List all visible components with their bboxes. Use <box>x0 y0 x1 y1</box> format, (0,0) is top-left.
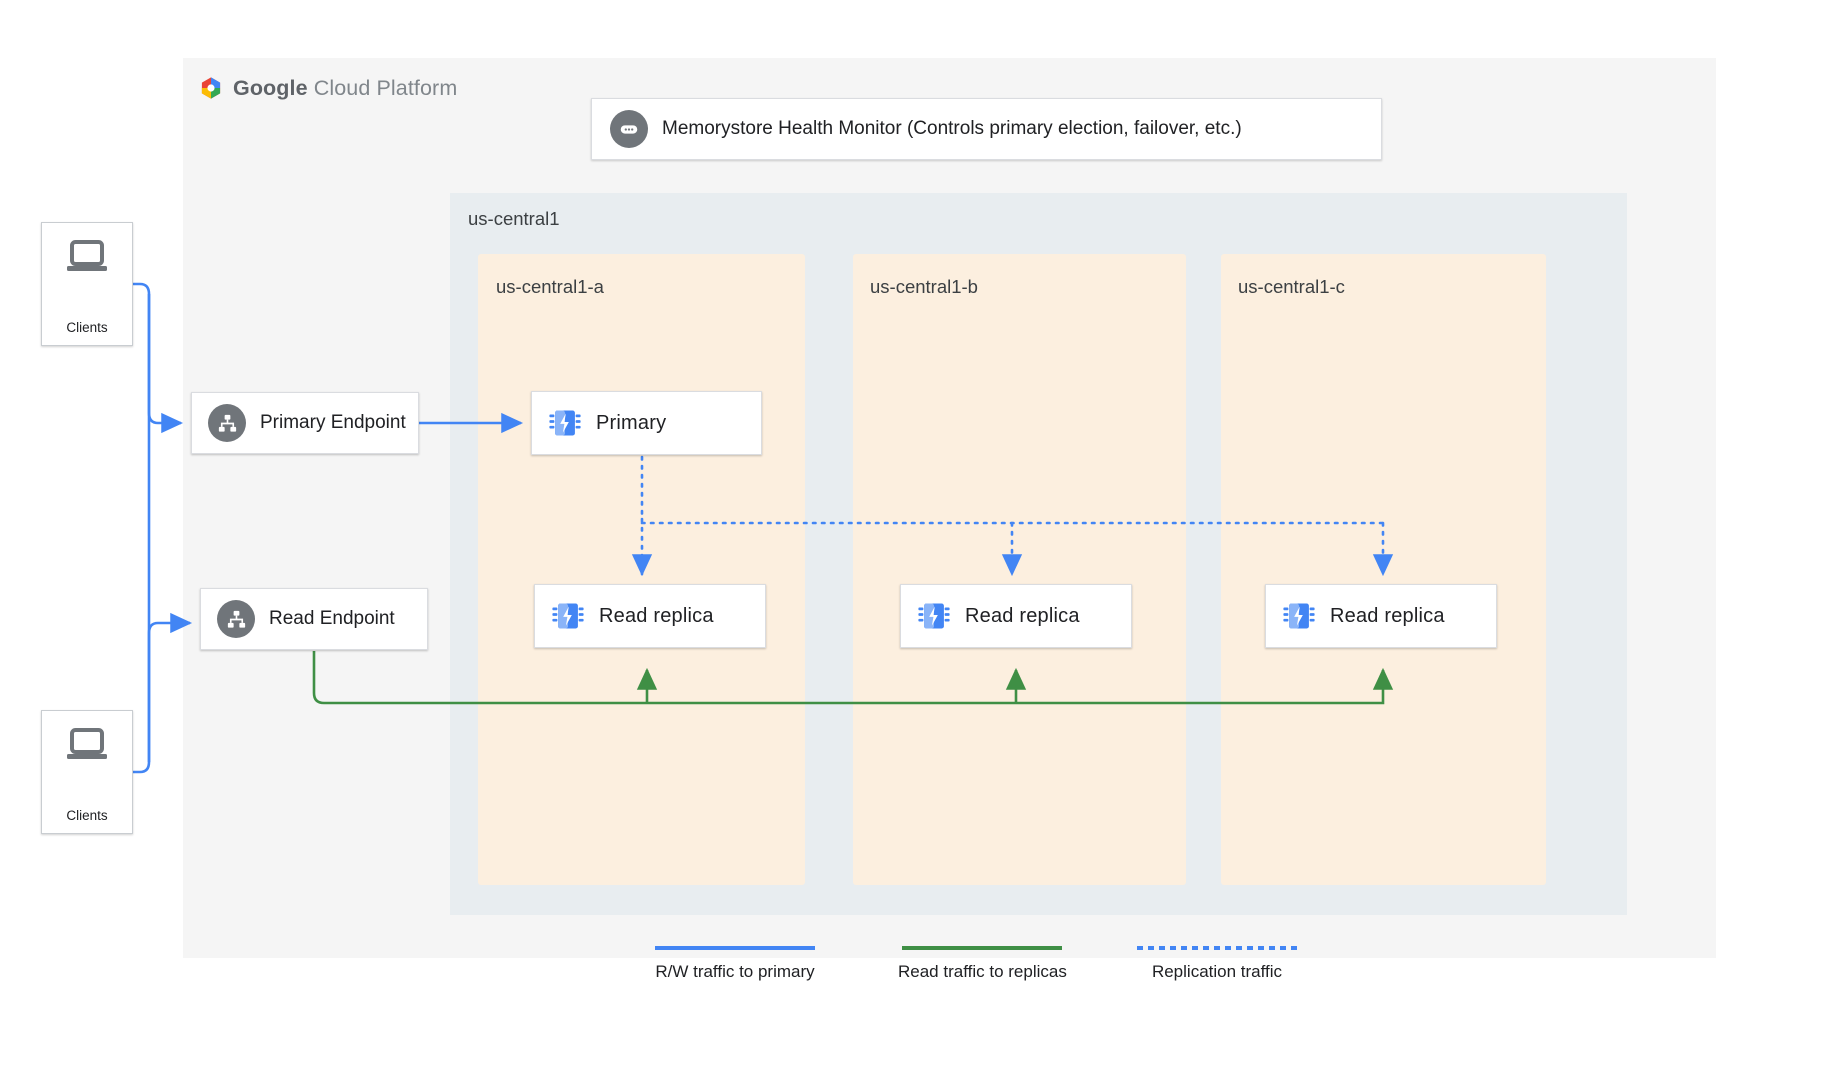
network-hierarchy-icon <box>217 600 255 638</box>
legend-label-read: Read traffic to replicas <box>898 962 1067 981</box>
memorystore-chip-icon <box>552 603 584 629</box>
memorystore-health-monitor-card[interactable]: Memorystore Health Monitor (Controls pri… <box>591 98 1382 160</box>
gcp-logo-text: Google Cloud Platform <box>233 76 457 101</box>
node-read-replica-c-card[interactable]: Read replica <box>1265 584 1497 648</box>
read-endpoint-card[interactable]: Read Endpoint <box>200 588 428 650</box>
legend-swatch-read <box>902 946 1063 950</box>
network-hierarchy-icon <box>208 404 246 442</box>
read-endpoint-label: Read Endpoint <box>269 608 395 629</box>
laptop-icon <box>67 728 107 759</box>
client-box-top[interactable]: Clients <box>41 222 133 346</box>
memorystore-chip-icon <box>549 410 581 436</box>
zone-container-us-central1-b <box>853 254 1186 885</box>
memorystore-chip-icon <box>1283 603 1315 629</box>
legend-label-rw: R/W traffic to primary <box>655 962 815 981</box>
gcp-brand-bold: Google <box>233 75 308 100</box>
legend-item-rw-traffic: R/W traffic to primary <box>655 946 815 982</box>
gcp-brand-light: Cloud Platform <box>307 75 458 100</box>
zone-label-b: us-central1-b <box>870 276 978 297</box>
zone-label-c: us-central1-c <box>1238 276 1345 297</box>
memorystore-chip-icon <box>918 603 950 629</box>
zone-container-us-central1-c <box>1221 254 1546 885</box>
node-primary-label: Primary <box>596 411 667 434</box>
google-cloud-platform-logo: Google Cloud Platform <box>198 75 457 101</box>
node-read-replica-a-label: Read replica <box>599 604 714 627</box>
health-monitor-label: Memorystore Health Monitor (Controls pri… <box>662 118 1242 139</box>
legend-label-replication: Replication traffic <box>1151 962 1283 981</box>
wire-client2-to-read-endpoint <box>133 612 193 774</box>
node-read-replica-a-card[interactable]: Read replica <box>534 584 766 648</box>
client-label-bottom: Clients <box>66 808 108 823</box>
node-primary-card[interactable]: Primary <box>531 391 762 455</box>
node-read-replica-b-card[interactable]: Read replica <box>900 584 1132 648</box>
laptop-icon <box>67 240 107 271</box>
client-box-bottom[interactable]: Clients <box>41 710 133 834</box>
wire-client1-to-bus <box>133 282 184 434</box>
legend-item-replication-traffic: Replication traffic <box>1137 946 1297 982</box>
primary-endpoint-card[interactable]: Primary Endpoint <box>191 392 419 454</box>
dots-badge-icon <box>610 110 648 148</box>
node-read-replica-c-label: Read replica <box>1330 604 1445 627</box>
legend-item-read-traffic: Read traffic to replicas <box>898 946 1067 982</box>
zone-container-us-central1-a <box>478 254 805 885</box>
primary-endpoint-label: Primary Endpoint <box>260 412 406 433</box>
zone-label-a: us-central1-a <box>496 276 604 297</box>
region-label: us-central1 <box>468 208 560 229</box>
node-read-replica-b-label: Read replica <box>965 604 1080 627</box>
legend-swatch-replication <box>1137 946 1297 950</box>
client-label-top: Clients <box>66 320 108 335</box>
gcp-hexagon-logo-icon <box>201 77 221 99</box>
legend-swatch-rw <box>655 946 815 950</box>
